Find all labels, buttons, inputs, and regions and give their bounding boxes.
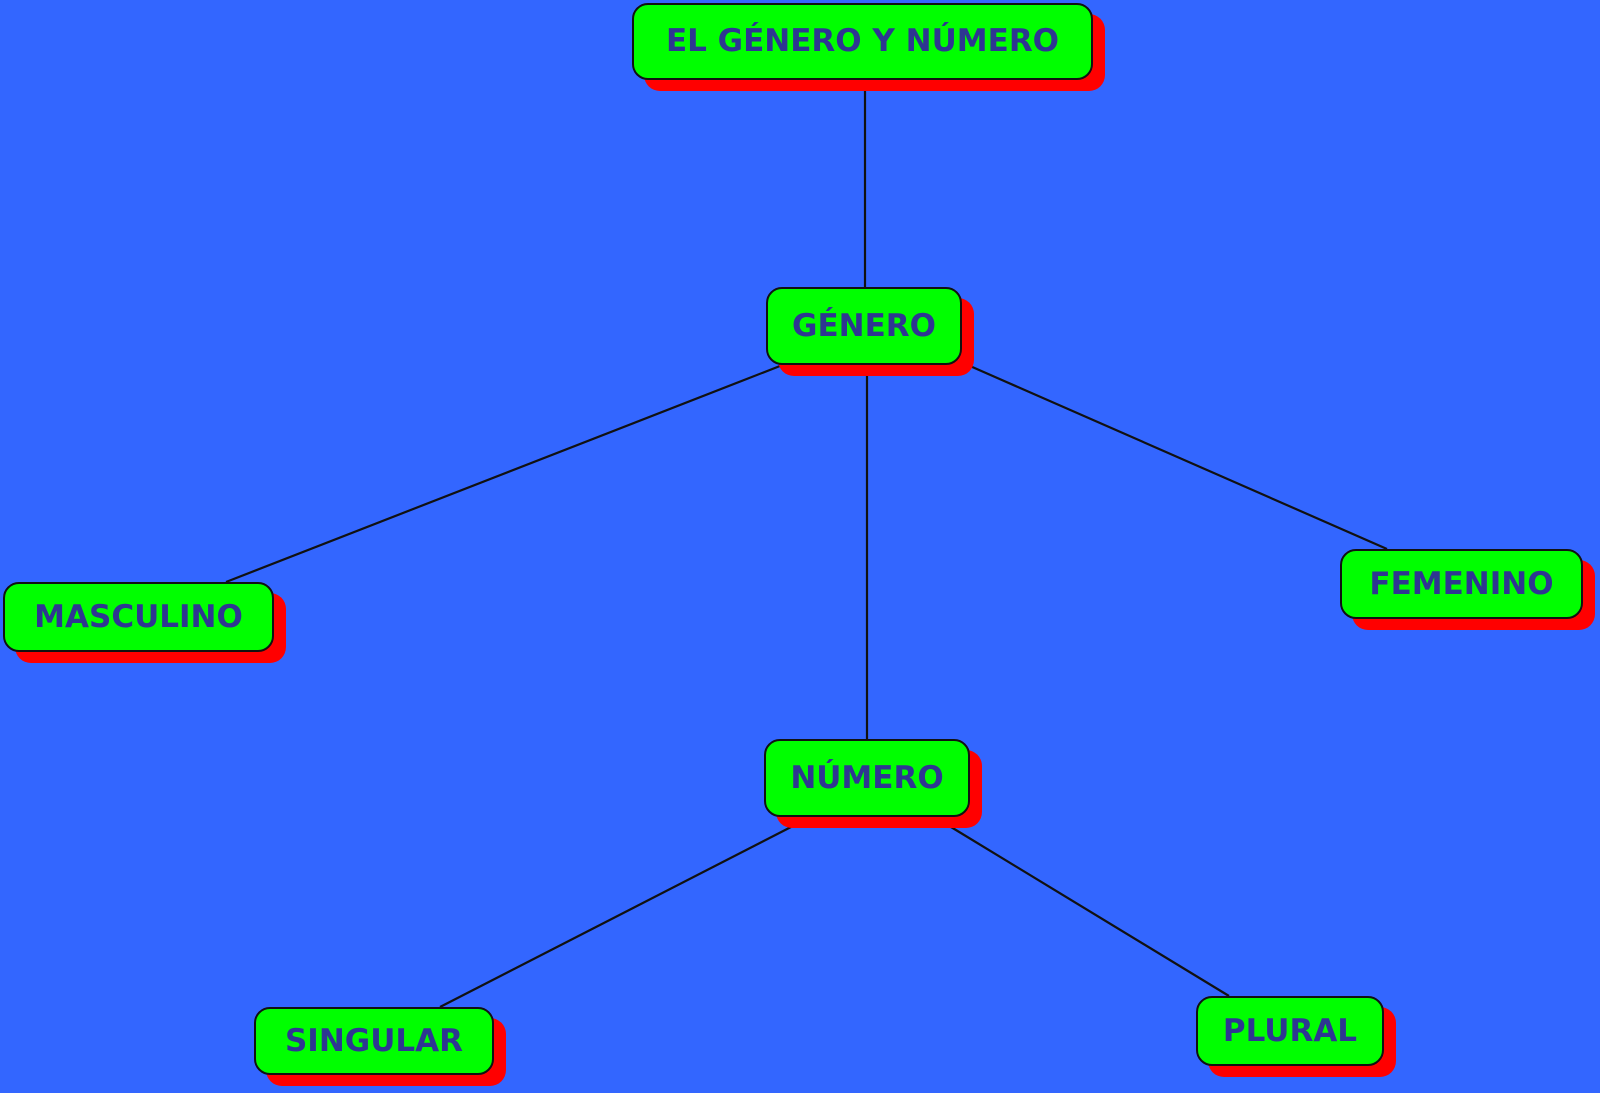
node-el-genero-y-numero: EL GÉNERO Y NÚMERO bbox=[632, 3, 1093, 80]
node-numero: NÚMERO bbox=[764, 739, 970, 817]
node-genero: GÉNERO bbox=[766, 287, 962, 365]
node-plural: PLURAL bbox=[1196, 996, 1384, 1066]
node-masculino: MASCULINO bbox=[3, 582, 274, 652]
node-femenino: FEMENINO bbox=[1340, 549, 1583, 619]
connector-genero-masculino bbox=[225, 364, 781, 584]
node-singular: SINGULAR bbox=[254, 1007, 494, 1075]
connector-numero-plural bbox=[950, 826, 1230, 997]
connector-numero-singular bbox=[439, 826, 792, 1008]
connector-genero-femenino bbox=[969, 364, 1388, 551]
